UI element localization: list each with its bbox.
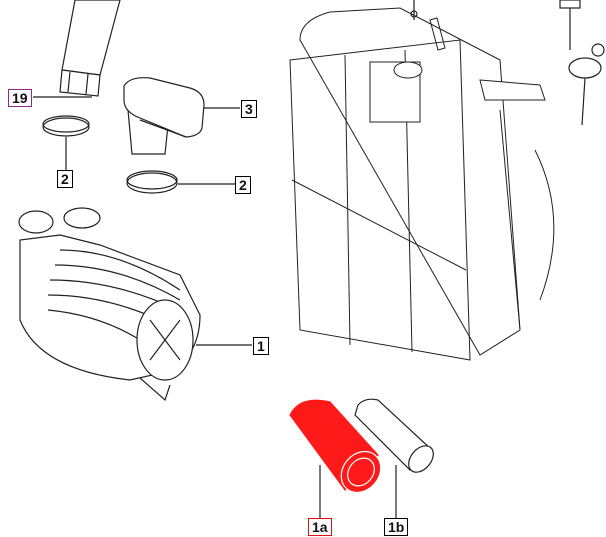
callout-2-large[interactable]: 2 [235, 176, 251, 194]
callout-1a[interactable]: 1a [308, 518, 332, 536]
hose-clamp-part[interactable] [42, 115, 90, 137]
primary-filter-element-part[interactable] [289, 399, 389, 500]
callout-1b[interactable]: 1b [384, 518, 409, 536]
callout-2[interactable]: 2 [57, 170, 73, 188]
callout-3[interactable]: 3 [241, 100, 257, 118]
radiator-assembly-part[interactable] [289, 7, 555, 361]
air-filter-housing-part[interactable] [18, 207, 201, 402]
intake-hose-part[interactable] [59, 0, 121, 97]
hose-clamp-large-part[interactable] [126, 170, 178, 194]
callout-1[interactable]: 1 [253, 337, 269, 355]
safety-filter-element-part[interactable] [354, 398, 438, 477]
precleaner-cap-part[interactable] [123, 77, 205, 155]
hose-clamp-small-part[interactable] [559, 0, 605, 126]
callout-19[interactable]: 19 [8, 89, 32, 107]
